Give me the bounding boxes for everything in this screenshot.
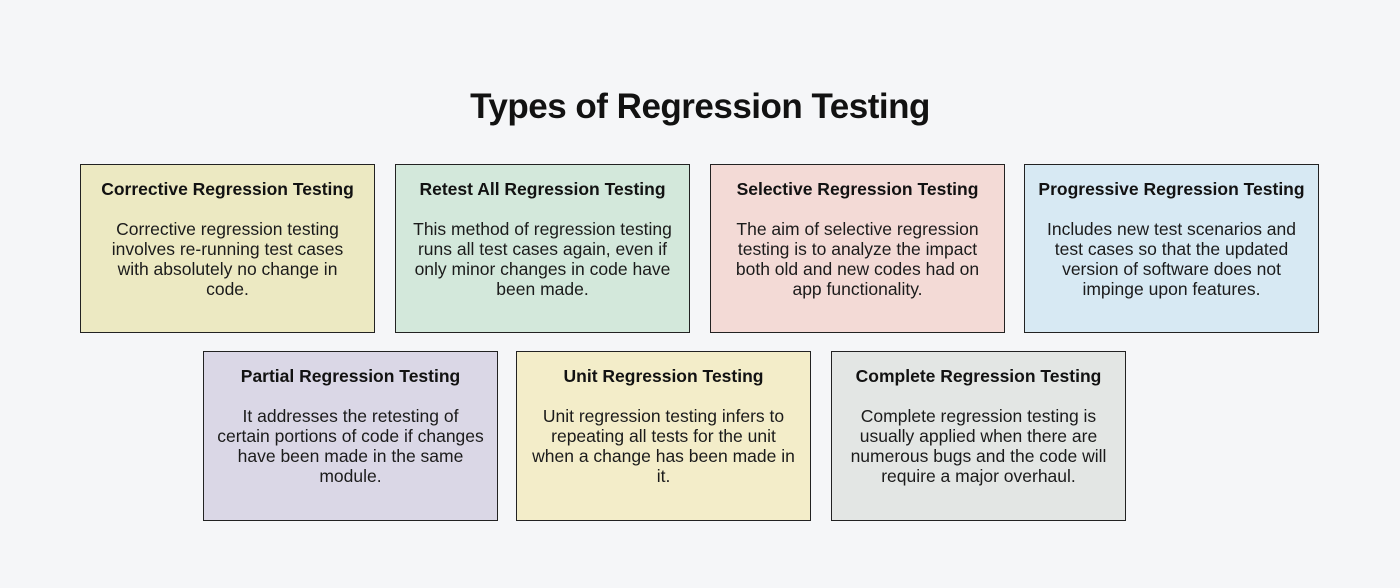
card-complete-regression-testing: Complete Regression Testing Complete reg…	[831, 351, 1126, 521]
card-unit-regression-testing: Unit Regression Testing Unit regression …	[516, 351, 811, 521]
card-body: Corrective regression testing involves r…	[111, 219, 344, 299]
card-title: Corrective Regression Testing	[101, 179, 354, 199]
card-body: The aim of selective regression testing …	[735, 219, 980, 299]
page-title: Types of Regression Testing	[470, 87, 930, 127]
card-body: Unit regression testing infers to repeat…	[532, 406, 795, 486]
card-retest-all-regression-testing: Retest All Regression Testing This metho…	[395, 164, 690, 333]
card-progressive-regression-testing: Progressive Regression Testing Includes …	[1024, 164, 1319, 333]
card-title: Progressive Regression Testing	[1038, 179, 1305, 199]
card-body: Complete regression testing is usually a…	[850, 406, 1107, 486]
card-body: It addresses the retesting of certain po…	[217, 406, 484, 486]
card-title: Selective Regression Testing	[736, 179, 979, 199]
card-title: Partial Regression Testing	[240, 366, 461, 386]
card-corrective-regression-testing: Corrective Regression Testing Corrective…	[80, 164, 375, 333]
card-selective-regression-testing: Selective Regression Testing The aim of …	[710, 164, 1005, 333]
card-title: Retest All Regression Testing	[419, 179, 666, 199]
card-partial-regression-testing: Partial Regression Testing It addresses …	[203, 351, 498, 521]
card-body: Includes new test scenarios and test cas…	[1046, 219, 1297, 299]
card-title: Complete Regression Testing	[855, 366, 1102, 386]
card-title: Unit Regression Testing	[563, 366, 764, 386]
card-body: This method of regression testing runs a…	[413, 219, 672, 299]
